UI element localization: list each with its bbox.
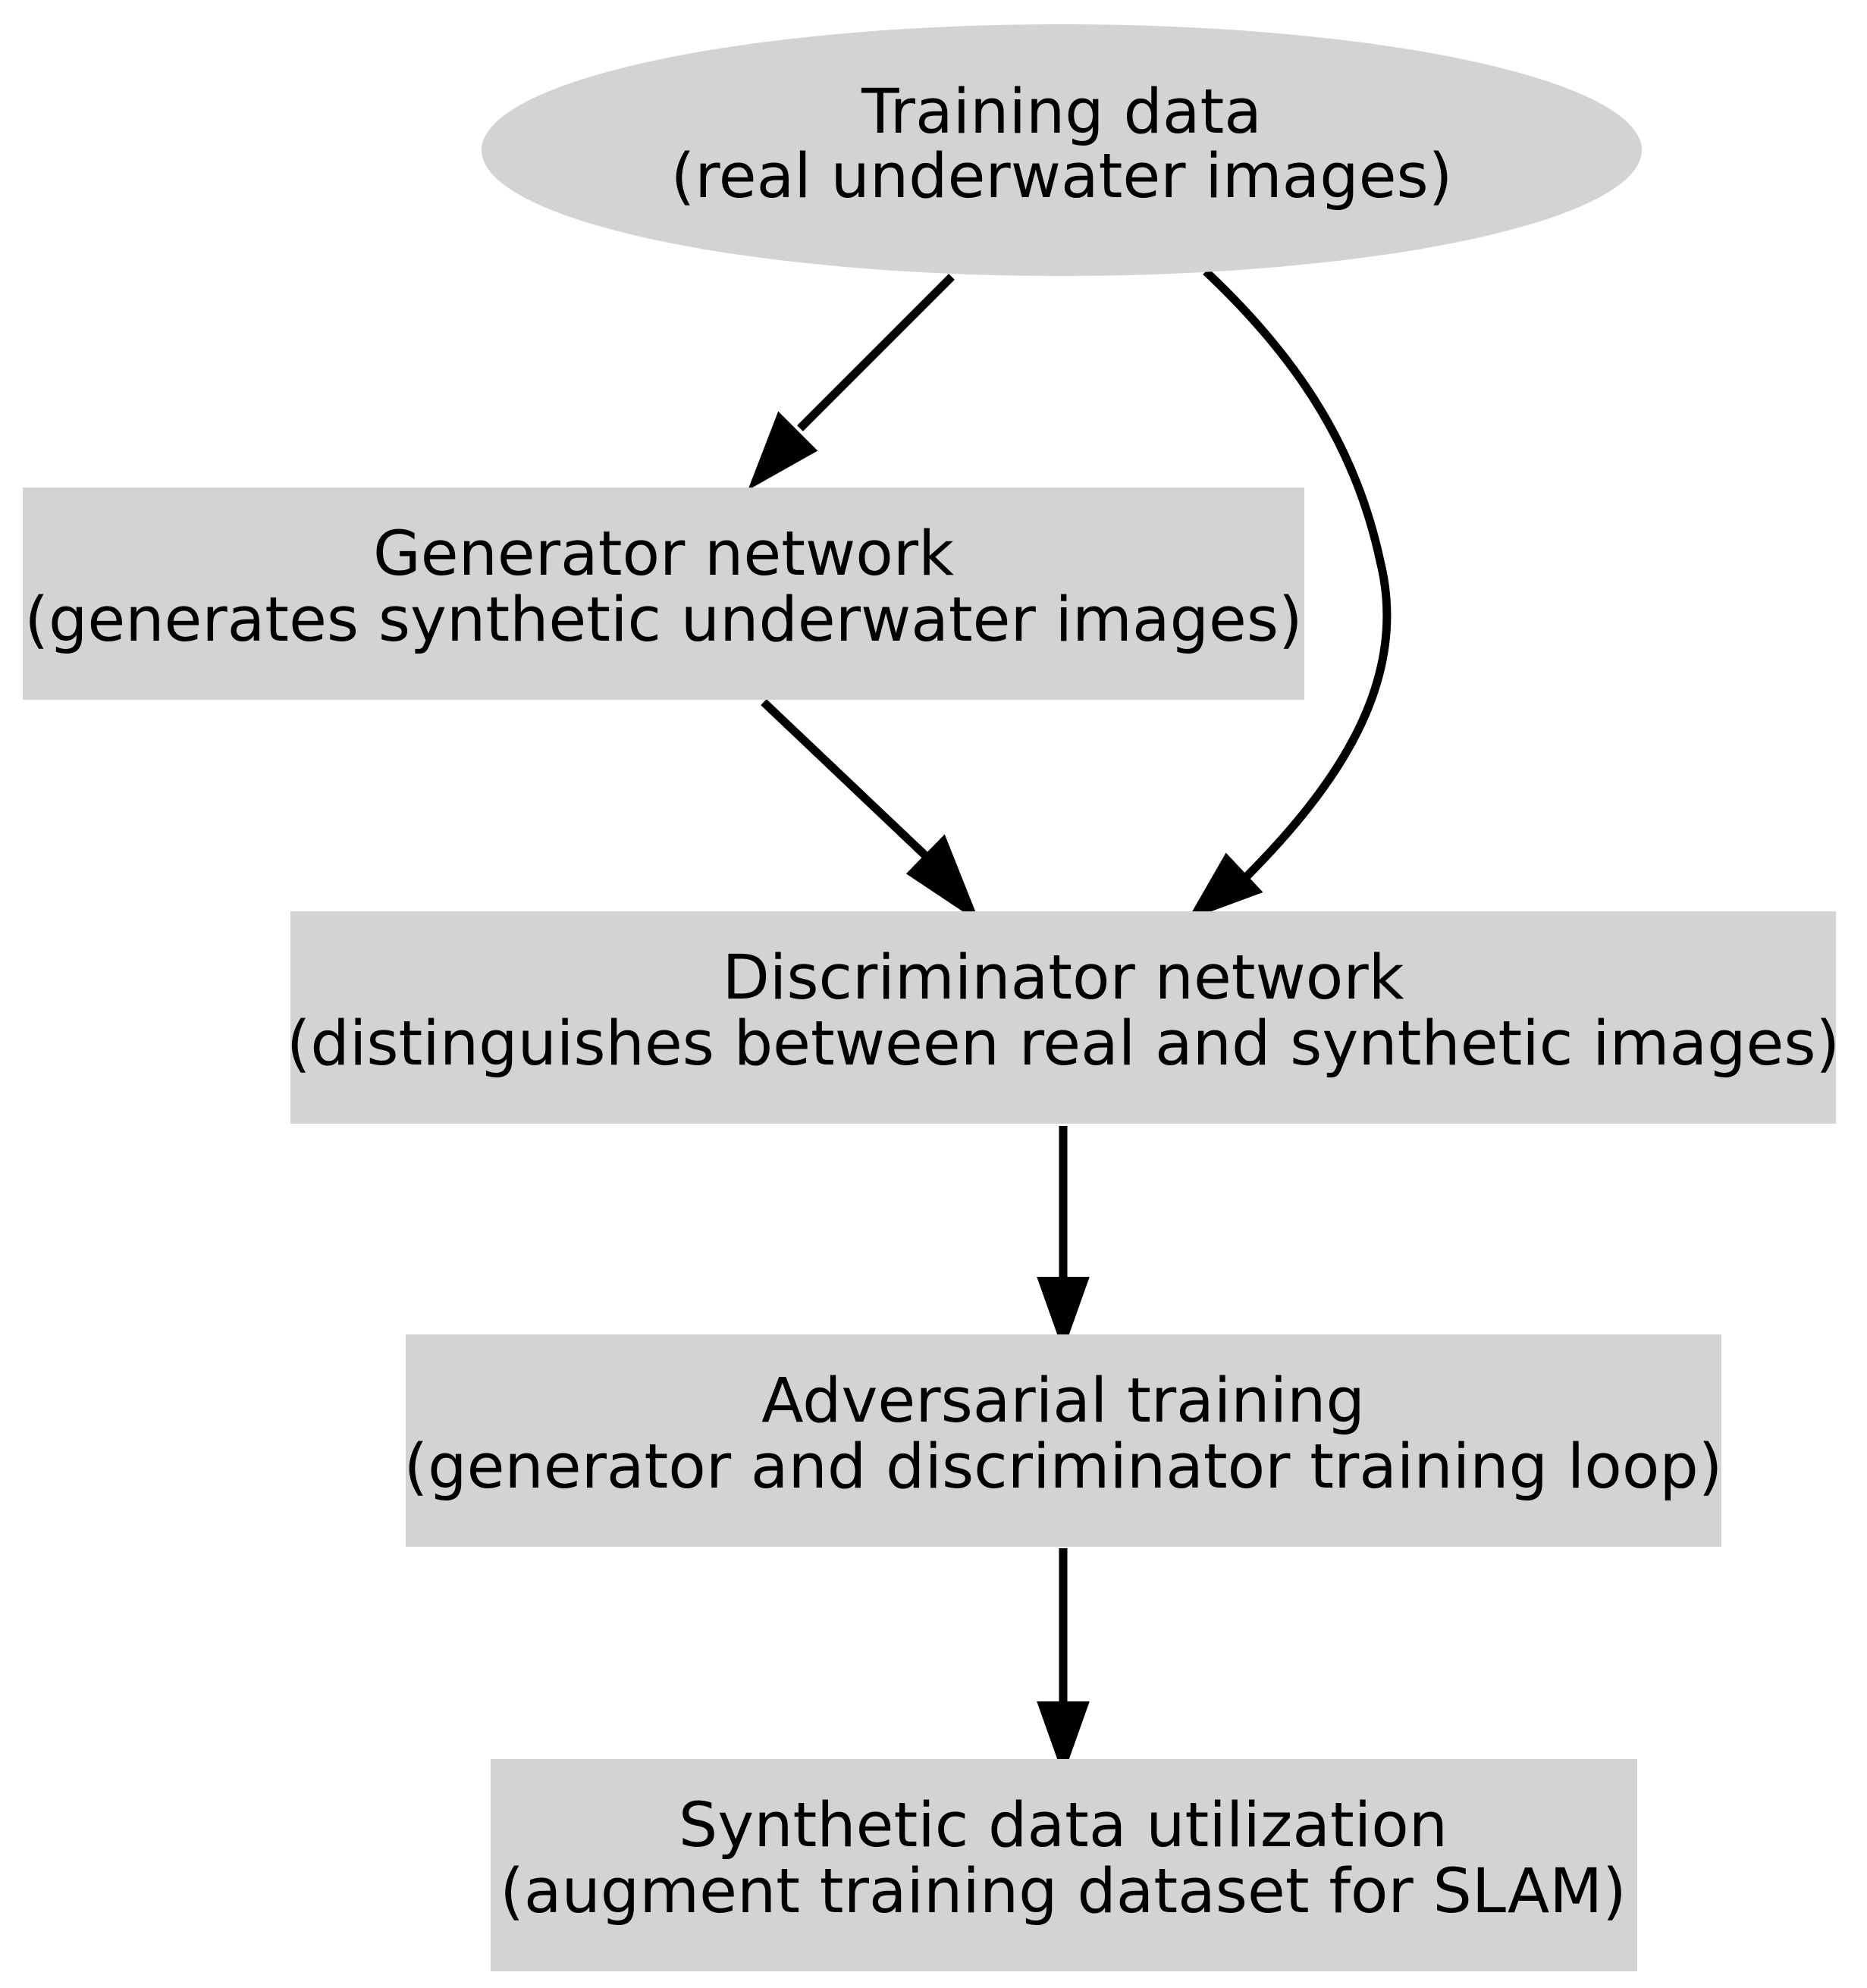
node-generator-network: Generator network (generates synthetic u…: [23, 488, 1304, 700]
discriminator-title: Discriminator network: [722, 942, 1404, 1014]
training-data-subtitle: (real underwater images): [671, 141, 1453, 212]
discriminator-subtitle: (distinguishes between real and syntheti…: [287, 1008, 1840, 1080]
node-training-data: Training data (real underwater images): [482, 24, 1642, 276]
edge-training-to-generator: [748, 274, 955, 491]
training-data-title: Training data: [861, 77, 1262, 148]
node-synthetic-data-utilization: Synthetic data utilization (augment trai…: [491, 1759, 1637, 1971]
generator-box: [23, 488, 1304, 700]
node-adversarial-training: Adversarial training (generator and disc…: [404, 1334, 1723, 1547]
edge-discriminator-to-adversarial: [1037, 1126, 1090, 1351]
generator-title: Generator network: [373, 519, 954, 590]
edge-generator-to-discriminator: [761, 699, 981, 923]
generator-subtitle: (generates synthetic underwater images): [24, 585, 1302, 656]
training-data-ellipse: [482, 24, 1642, 276]
edge-training-to-discriminator: [1187, 268, 1392, 920]
adversarial-subtitle: (generator and discriminator training lo…: [404, 1431, 1723, 1503]
synthetic-use-box: [491, 1759, 1637, 1971]
synthetic-use-title: Synthetic data utilization: [679, 1790, 1448, 1861]
node-discriminator-network: Discriminator network (distinguishes bet…: [287, 911, 1840, 1124]
edge-adversarial-to-synthetic: [1037, 1548, 1090, 1776]
adversarial-title: Adversarial training: [761, 1366, 1365, 1437]
edges: [748, 268, 1392, 1776]
synthetic-use-subtitle: (augment training dataset for SLAM): [500, 1856, 1627, 1927]
adversarial-box: [406, 1334, 1721, 1547]
discriminator-box: [290, 911, 1836, 1124]
